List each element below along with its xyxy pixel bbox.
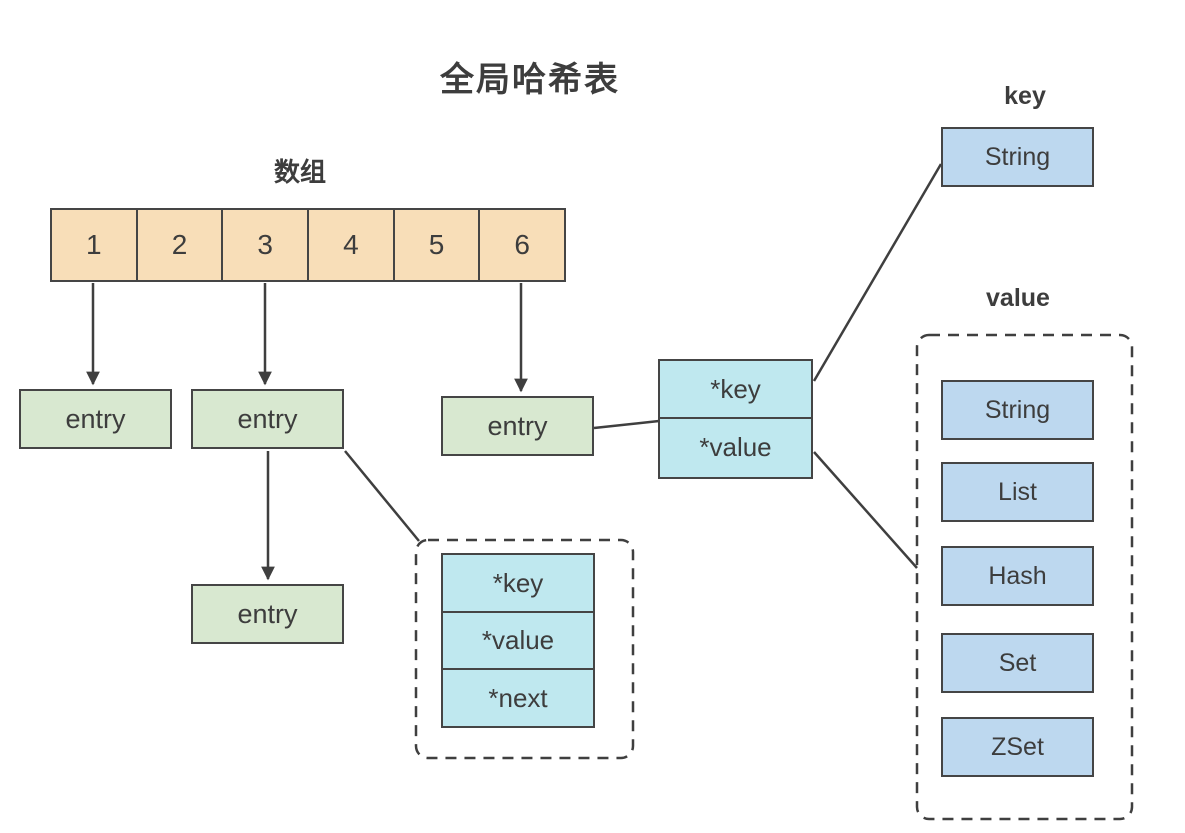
connector-value-to-types [813, 451, 918, 569]
entry-struct-dashed-container [414, 538, 635, 760]
value-type-string: String [941, 380, 1094, 440]
array-cell-4: 4 [307, 210, 393, 280]
value-type-hash: Hash [941, 546, 1094, 606]
struct-value-cell: *value [441, 610, 595, 671]
hash-bucket-array: 1 2 3 4 5 6 [50, 208, 566, 282]
value-section-label: value [986, 284, 1050, 312]
entry-struct-node: *key *value *next [441, 553, 595, 728]
array-cell-3: 3 [221, 210, 307, 280]
array-cell-5: 5 [392, 210, 479, 280]
array-cell-1: 1 [86, 229, 102, 260]
array-cell-6: 6 [478, 210, 564, 280]
value-type-list: List [941, 462, 1094, 522]
entry-box-bucket3: entry [191, 389, 344, 449]
key-type-string: String [941, 127, 1094, 187]
struct-next-cell: *next [441, 668, 595, 728]
connector-entry-to-struct-detail [344, 450, 420, 542]
entry-box-bucket6: entry [441, 396, 594, 456]
value-type-set: Set [941, 633, 1094, 693]
entry-box-bucket1: entry [19, 389, 172, 449]
array-cell-2: 2 [135, 210, 222, 280]
pair-value-cell: *value [658, 416, 813, 479]
key-section-label: key [1004, 82, 1046, 110]
connector-entry-to-pair [593, 419, 660, 430]
struct-key-cell: *key [441, 553, 595, 613]
page-title: 全局哈希表 [440, 61, 620, 99]
value-types-dashed-container [915, 333, 1134, 821]
entry-box-chained: entry [191, 584, 344, 644]
array-label: 数组 [273, 157, 326, 187]
value-type-zset: ZSet [941, 717, 1094, 777]
pair-key-cell: *key [658, 359, 813, 419]
entry-pair-node: *key *value [658, 359, 813, 479]
connector-key-to-string [812, 163, 943, 382]
